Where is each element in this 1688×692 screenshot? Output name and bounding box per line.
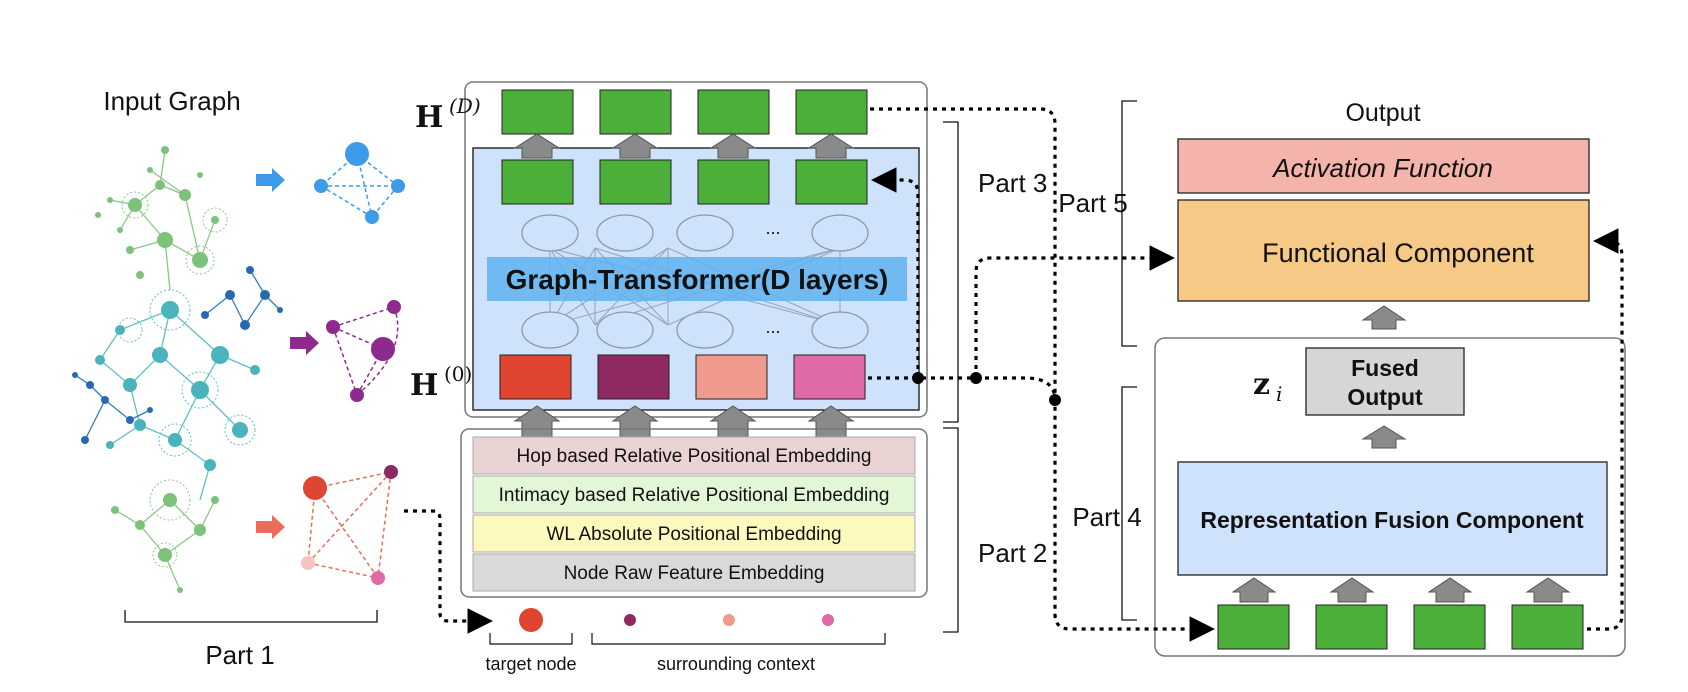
h0-superscript: (0) <box>444 362 472 386</box>
fusion-input-box-3 <box>1413 604 1486 650</box>
h0-to-functional-connector <box>974 245 1176 378</box>
fused-output-line1: Fused <box>1351 355 1419 381</box>
hd-superscript: (D) <box>449 94 481 118</box>
hidden-box-4 <box>795 159 868 205</box>
output-box-4 <box>795 89 868 135</box>
transformer-input-row <box>499 354 866 400</box>
input-box-context-3 <box>793 354 866 400</box>
part5-label: Part 5 <box>1058 188 1127 218</box>
input-graph-title: Input Graph <box>103 86 240 116</box>
transformer-title-band <box>487 257 907 301</box>
part4-bracket <box>1121 386 1137 621</box>
fused-output-line2: Output <box>1347 384 1423 410</box>
fusion-input-box-2 <box>1315 604 1388 650</box>
part2-bracket <box>943 427 959 633</box>
purple-arrow-icon <box>290 331 319 355</box>
legend-context-node-2 <box>723 614 735 626</box>
input-graph-network <box>72 146 283 593</box>
neurons-ellipsis-bottom: ... <box>765 317 780 337</box>
part1-label: Part 1 <box>205 640 274 670</box>
transformer-outer-frame <box>464 81 928 418</box>
fusion-input-box-4 <box>1511 604 1584 650</box>
neurons-ellipsis-top: ... <box>765 218 780 238</box>
output-box-2 <box>599 89 672 135</box>
subgraph-to-target-connector <box>404 509 494 634</box>
fusion-component-label: Representation Fusion Component <box>1200 507 1584 533</box>
fused-output-box <box>1305 347 1465 416</box>
hidden-box-2 <box>599 159 672 205</box>
fusion-to-functional-arrow <box>1361 305 1407 330</box>
output-box-1 <box>501 89 574 135</box>
zi-label: z <box>1253 367 1270 402</box>
part3-bracket <box>943 121 959 423</box>
functional-label: Functional Component <box>1262 238 1534 268</box>
fusion-input-box-1 <box>1217 604 1290 650</box>
part1-bracket <box>124 610 378 623</box>
embedding-raw-box <box>472 553 916 592</box>
legend-target-node <box>519 608 543 632</box>
embedding-hop-box <box>472 436 916 475</box>
subgraph-purple <box>290 300 401 402</box>
embedding-hop: Hop based Relative Positional Embedding <box>517 446 872 467</box>
part2-label: Part 2 <box>978 538 1047 568</box>
output-title: Output <box>1345 99 1420 127</box>
connector-junctions <box>912 372 1061 406</box>
zi-subscript: i <box>1276 382 1282 406</box>
embedding-intimacy: Intimacy based Relative Positional Embed… <box>499 485 890 506</box>
fusion-to-fused-arrow <box>1361 425 1407 449</box>
transformer-output-row <box>501 89 868 135</box>
transformer-hidden-row <box>501 159 868 205</box>
output-box-3 <box>697 89 770 135</box>
legend-context-label: surrounding context <box>657 654 815 674</box>
fusion-input-arrows <box>1231 577 1571 603</box>
blue-arrow-icon <box>256 168 285 192</box>
part5-bracket <box>1121 100 1137 347</box>
embedding-raw: Node Raw Feature Embedding <box>564 563 825 584</box>
fusion-component-box <box>1177 461 1608 576</box>
hd-label: H <box>415 100 443 135</box>
embedding-intimacy-box <box>472 475 916 514</box>
transformer-neurons <box>521 214 869 349</box>
part4-label: Part 4 <box>1072 502 1141 532</box>
activation-box <box>1177 138 1590 194</box>
red-arrow-icon <box>256 515 285 539</box>
legend-target-label: target node <box>485 654 576 674</box>
part3-label: Part 3 <box>978 168 1047 198</box>
embedding-wl-box <box>472 514 916 553</box>
embedding-frame <box>460 428 928 598</box>
legend-context-node-1 <box>624 614 636 626</box>
input-box-context-2 <box>695 354 768 400</box>
embedding-wl: WL Absolute Positional Embedding <box>546 524 841 545</box>
functional-box <box>1177 199 1590 302</box>
transformer-title: Graph-Transformer(D layers) <box>506 264 889 295</box>
node-legend: target node surrounding context <box>485 608 886 674</box>
activation-label: Activation Function <box>1271 153 1493 183</box>
hidden-box-1 <box>501 159 574 205</box>
subgraph-red <box>256 465 398 585</box>
input-box-target <box>499 354 572 400</box>
legend-context-node-3 <box>822 614 834 626</box>
hd-to-fusion-connector <box>870 107 1216 642</box>
fusion-frame <box>1154 337 1626 657</box>
h0-label: H <box>410 368 438 403</box>
top-up-arrows <box>513 133 855 159</box>
subgraph-blue <box>256 142 405 224</box>
dotted-connectors <box>868 107 1624 642</box>
embedding-stack: Hop based Relative Positional Embedding … <box>472 436 916 592</box>
hidden-box-3 <box>697 159 770 205</box>
input-box-context-1 <box>597 354 670 400</box>
fusion-input-row <box>1217 604 1584 650</box>
